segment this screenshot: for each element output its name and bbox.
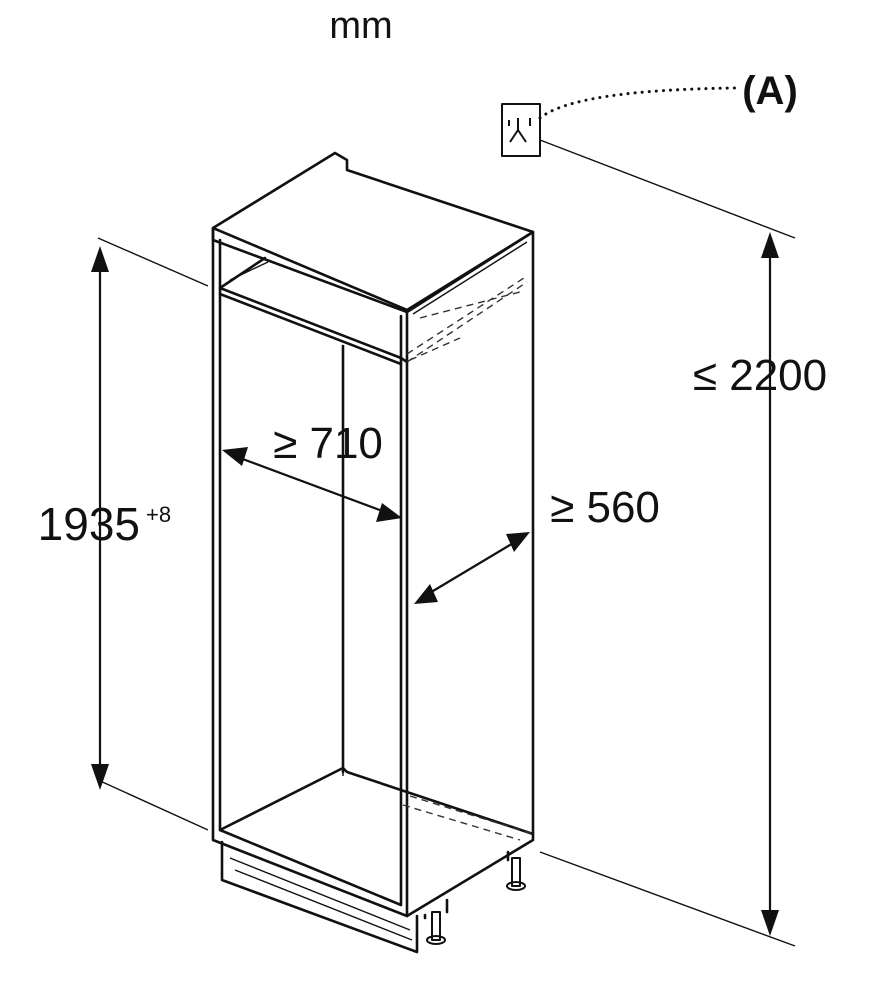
dimension-height-total: ≤ 2200 [693,232,827,936]
dimension-height-niche: 1935 +8 [38,246,171,790]
cabinet-feet [423,850,526,945]
width-value: ≥ 710 [273,419,383,468]
height-niche-tolerance: +8 [146,502,171,527]
height-total-value: ≤ 2200 [693,351,827,400]
cabinet [211,151,535,954]
dimension-width: ≥ 710 [222,419,402,522]
height-niche-value: 1935 [38,498,140,550]
reference-lines [97,139,796,947]
unit-label: mm [329,5,392,47]
power-socket-icon [501,103,541,157]
callout-label: (A) [742,69,798,113]
dimension-depth: ≥ 560 [414,483,660,604]
depth-value: ≥ 560 [550,483,660,532]
callout-leader [538,86,737,120]
